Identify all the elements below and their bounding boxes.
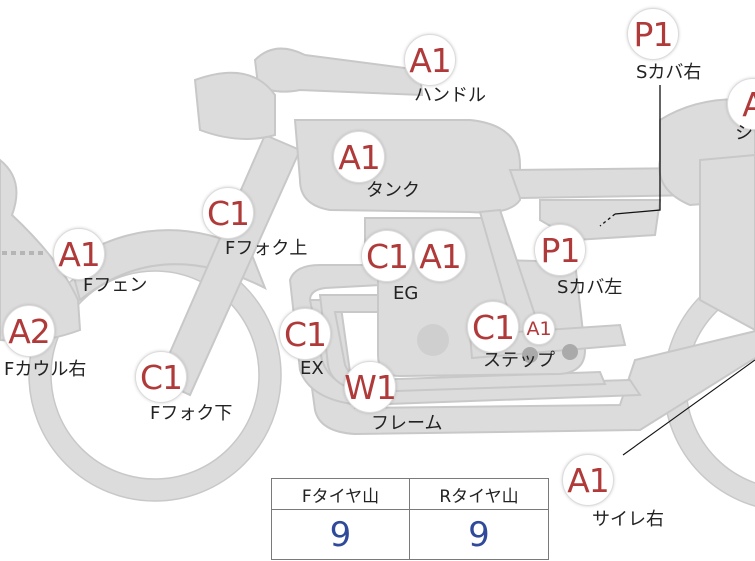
label-seat-cover-left: Sカバ左 bbox=[557, 277, 623, 298]
handlebar-shape bbox=[253, 47, 424, 97]
label-exhaust: EX bbox=[300, 358, 324, 379]
badge-engine-c: C1 bbox=[361, 230, 413, 282]
badge-step-a: A1 bbox=[523, 313, 555, 345]
tire-tread-table: Fタイヤ山 Rタイヤ山 9 9 bbox=[271, 478, 549, 560]
rear-tire-value: 9 bbox=[468, 514, 490, 555]
badge-seat-cover-right: P1 bbox=[627, 8, 679, 60]
badge-tank: A1 bbox=[333, 131, 385, 183]
leader-line-seat-cover bbox=[614, 85, 661, 215]
front-tire-header: Fタイヤ山 bbox=[272, 479, 410, 510]
badge-engine-a: A1 bbox=[414, 230, 466, 282]
badge-front-cowl-right: A2 bbox=[3, 305, 55, 357]
rear-tire-header: Rタイヤ山 bbox=[410, 479, 548, 510]
exhaust-shape bbox=[288, 264, 642, 407]
front-tire-value: 9 bbox=[272, 510, 410, 559]
badge-silencer-right: A1 bbox=[562, 454, 614, 506]
label-engine: EG bbox=[393, 283, 419, 304]
badge-seat-cover-left: P1 bbox=[534, 224, 586, 276]
label-seat-partial: シ bbox=[735, 123, 753, 144]
label-step: ステップ bbox=[483, 350, 555, 371]
label-tank: タンク bbox=[366, 180, 420, 201]
label-front-fender: Fフェン bbox=[83, 275, 148, 296]
badge-exhaust: C1 bbox=[279, 308, 331, 360]
frame-shape bbox=[298, 299, 755, 436]
badge-front-fork-lower: C1 bbox=[135, 351, 187, 403]
badge-handle: A1 bbox=[404, 34, 456, 86]
label-seat-cover-right: Sカバ右 bbox=[636, 62, 702, 83]
badge-front-fork-upper: C1 bbox=[202, 187, 254, 239]
label-front-fork-lower: Fフォク下 bbox=[150, 403, 233, 424]
label-frame: フレーム bbox=[371, 413, 443, 434]
badge-step-c: C1 bbox=[467, 301, 519, 353]
badge-frame: W1 bbox=[344, 361, 397, 413]
badge-front-fender: A1 bbox=[53, 228, 105, 280]
front-fork-shape bbox=[156, 133, 302, 397]
label-front-fork-upper: Fフォク上 bbox=[225, 238, 308, 259]
label-silencer-right: サイレ右 bbox=[592, 509, 664, 530]
label-front-cowl-right: Fカウル右 bbox=[4, 359, 87, 380]
label-handle: ハンドル bbox=[414, 85, 486, 106]
leader-line-silencer bbox=[622, 359, 755, 456]
